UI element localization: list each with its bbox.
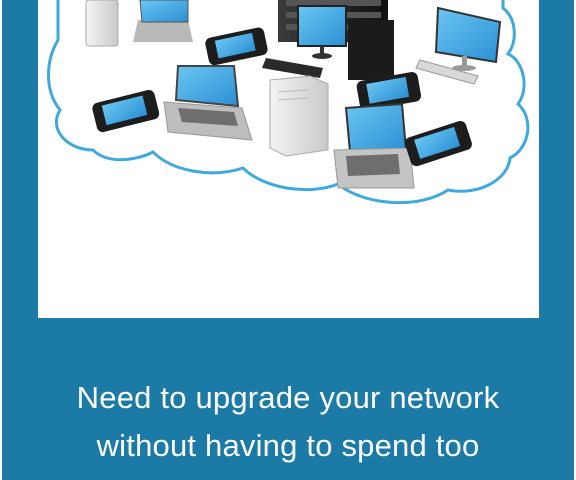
smartphone-icon xyxy=(356,71,422,111)
keyboard-icon xyxy=(262,58,323,78)
server-tower-icon xyxy=(85,0,119,47)
headline-text: Need to upgrade your network without hav… xyxy=(2,374,574,470)
laptop-icon xyxy=(333,102,415,189)
server-tower-icon xyxy=(269,75,329,157)
monitor-icon xyxy=(415,6,502,85)
monitor-icon xyxy=(297,5,347,59)
headline-line-1: Need to upgrade your network xyxy=(76,380,500,415)
laptop-icon xyxy=(163,65,253,141)
network-cloud-image xyxy=(38,0,539,318)
smartphone-icon xyxy=(92,90,160,133)
smartphone-icon xyxy=(205,27,268,66)
smartphone-icon xyxy=(404,120,472,167)
network-illustration xyxy=(47,0,530,205)
laptop-icon xyxy=(133,0,193,42)
headline-line-2: without having to spend too xyxy=(96,428,480,463)
